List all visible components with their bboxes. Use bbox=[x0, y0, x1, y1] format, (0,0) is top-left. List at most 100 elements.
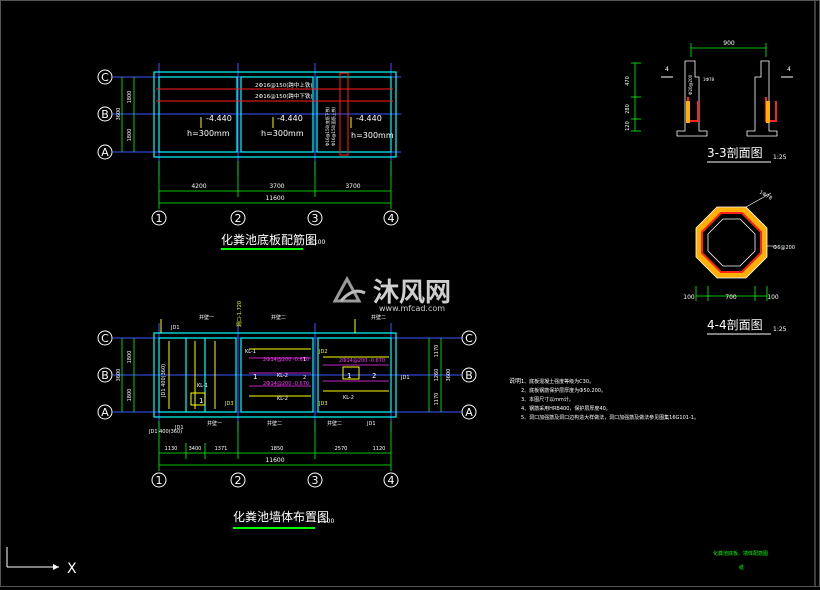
axis-bubble-A bbox=[97, 144, 113, 160]
leader-note: 井壁二 bbox=[327, 420, 342, 427]
axis-bubble-4 bbox=[383, 210, 399, 226]
dim-text: 1260 bbox=[434, 369, 440, 382]
axis-label: A bbox=[101, 146, 109, 159]
rebar-note: 2Ф14@200 -0.670 bbox=[339, 358, 385, 364]
rebar-note: 2Ф14@200 -0.670 bbox=[263, 381, 309, 387]
section44-dim-lines bbox=[695, 286, 768, 301]
dim-text: 3700 bbox=[345, 183, 360, 190]
wall-label: JD1 bbox=[170, 325, 180, 331]
beam-label: KL-2 bbox=[277, 396, 288, 402]
plan1-axis-bubbles: C B A 1 2 3 4 bbox=[97, 69, 399, 226]
axis-bubble-1 bbox=[151, 210, 167, 226]
axis-bubble-3 bbox=[307, 210, 323, 226]
watermark-logo-icon bbox=[332, 275, 366, 303]
elevation-text: -4.440 bbox=[277, 114, 303, 123]
rebar-note: Ф6@200 bbox=[773, 245, 795, 251]
section-3-3: 900 470 280 120 4 4 Ф20@200 1Ф78 3-3剖面图 … bbox=[625, 40, 793, 163]
dim-text: 1371 bbox=[215, 446, 228, 452]
plan2-yellow-details bbox=[160, 319, 389, 409]
dim-text: 3700 bbox=[269, 183, 284, 190]
axis-label: B bbox=[101, 108, 109, 121]
axis-label: 4 bbox=[388, 212, 395, 225]
note-item: 2、底板钢筋保护层厚度为Ф50.200。 bbox=[521, 387, 606, 394]
dim-text: 2570 bbox=[335, 446, 348, 452]
opening-note: JD1 400(360) bbox=[161, 364, 167, 398]
drawing-frame: 化粪池底板、墙体配筋图 纸 bbox=[713, 1, 816, 586]
axis-bubble-1 bbox=[151, 472, 167, 488]
leader-note: 井壁二 bbox=[371, 314, 386, 321]
plan1-dimension-lines bbox=[121, 77, 392, 209]
opening-note: JD1 400(360) bbox=[148, 429, 182, 435]
thickness-text: h=300mm bbox=[187, 129, 230, 138]
plan1-slab-outlines bbox=[153, 71, 397, 158]
section33-dim-lines bbox=[631, 43, 767, 132]
dim-text: 4200 bbox=[191, 183, 206, 190]
dim-text: 100 bbox=[767, 294, 779, 301]
watermark: 沐风网 www.mfcad.com bbox=[332, 275, 451, 313]
rebar-note: 2Ф14@200 -0.670 bbox=[263, 357, 309, 363]
rebar-note: Ф20@200 bbox=[688, 74, 693, 95]
dim-text: 3600 bbox=[116, 369, 122, 382]
section33-fill bbox=[686, 101, 770, 123]
wall-label: JD1 bbox=[174, 425, 184, 431]
note-item: 1、底板混凝土强度等级为C30。 bbox=[521, 378, 594, 385]
axis-bubble-2 bbox=[230, 210, 246, 226]
section44-title: 4-4剖面图 bbox=[707, 318, 763, 332]
section33-scale: 1:25 bbox=[773, 154, 787, 161]
leader-note: 井壁一 bbox=[207, 420, 222, 427]
chamber-number: 1 bbox=[199, 397, 203, 405]
axis-bubble-A-right bbox=[461, 404, 477, 420]
wall-label: JD1 bbox=[366, 421, 376, 427]
leader-note: 井壁一 bbox=[199, 314, 214, 321]
leader-note: 井壁二 bbox=[267, 420, 282, 427]
notes-header: 说明： bbox=[509, 377, 527, 385]
dim-text: 1850 bbox=[271, 446, 284, 452]
wall-label: JD3 bbox=[224, 401, 234, 407]
axis-label: A bbox=[465, 406, 473, 419]
section44-scale: 1:25 bbox=[773, 326, 787, 333]
thickness-text: h=300mm bbox=[261, 129, 304, 138]
plan1-scale: 1:100 bbox=[308, 239, 325, 246]
chamber-number: 1 bbox=[303, 357, 306, 363]
plan1-yellow-marks bbox=[200, 117, 352, 128]
chamber-number: 2 bbox=[303, 375, 306, 381]
axis-label: B bbox=[101, 369, 109, 382]
dim-text: 3400 bbox=[189, 446, 202, 452]
note-item: 4、钢筋采用HRB400，保护层厚度40。 bbox=[521, 405, 611, 412]
axis-bubble-2 bbox=[230, 472, 246, 488]
axis-label: 2 bbox=[235, 212, 242, 225]
leader-note: 井壁二 bbox=[271, 314, 286, 321]
sheet-number: 纸 bbox=[739, 564, 744, 571]
dim-text: 11600 bbox=[265, 195, 284, 202]
dim-text: 1800 bbox=[127, 91, 133, 104]
rebar-note: Ф16@150(面筋上铁) bbox=[330, 106, 336, 146]
axis-label: C bbox=[465, 332, 473, 345]
watermark-brand: 沐风网 bbox=[373, 278, 451, 308]
plan2-wall-annotations: JD1 JD1 JD1 JD2 JD3 JD3 JD1 KL-1 KL-2 KL… bbox=[148, 301, 410, 435]
section33-rebar bbox=[687, 97, 777, 122]
axis-bubble-A bbox=[97, 404, 113, 420]
axis-label: B bbox=[465, 369, 473, 382]
plan2-title: 化粪池墙体布置图 bbox=[233, 510, 329, 524]
plan1-title: 化粪池底板配筋图 bbox=[221, 232, 317, 247]
dim-text: 470 bbox=[625, 76, 631, 86]
chamber-number: 1 bbox=[347, 372, 351, 380]
dim-text: 1170 bbox=[434, 393, 440, 406]
axis-label: 3 bbox=[312, 474, 319, 487]
section33-outline bbox=[676, 60, 778, 137]
dim-text: 3600 bbox=[116, 108, 122, 121]
axis-label: 1 bbox=[156, 474, 163, 487]
plan2-wall-layout: C B A C B A 1 2 3 4 bbox=[97, 301, 477, 529]
note-item: 5、洞口加强筋及洞口边构造大样做法，洞口加强筋及做法参见图集16G101-1。 bbox=[521, 414, 699, 421]
axis-label: 2 bbox=[235, 474, 242, 487]
axis-label: 4 bbox=[388, 474, 395, 487]
section-mark: 4 bbox=[665, 66, 669, 73]
rebar-note: 2Ф16@150(跨中上铁) bbox=[255, 81, 313, 89]
dim-text: 120 bbox=[625, 121, 631, 131]
section33-annotations: 900 470 280 120 4 4 Ф20@200 1Ф78 bbox=[625, 40, 793, 131]
elevation-text: -4.440 bbox=[356, 114, 382, 123]
dim-text: 1120 bbox=[373, 446, 386, 452]
plan1-slab-reinforcement: C B A 1 2 3 4 4200 3700 3700 1 bbox=[97, 63, 401, 250]
plan2-dimension-lines bbox=[121, 338, 442, 471]
